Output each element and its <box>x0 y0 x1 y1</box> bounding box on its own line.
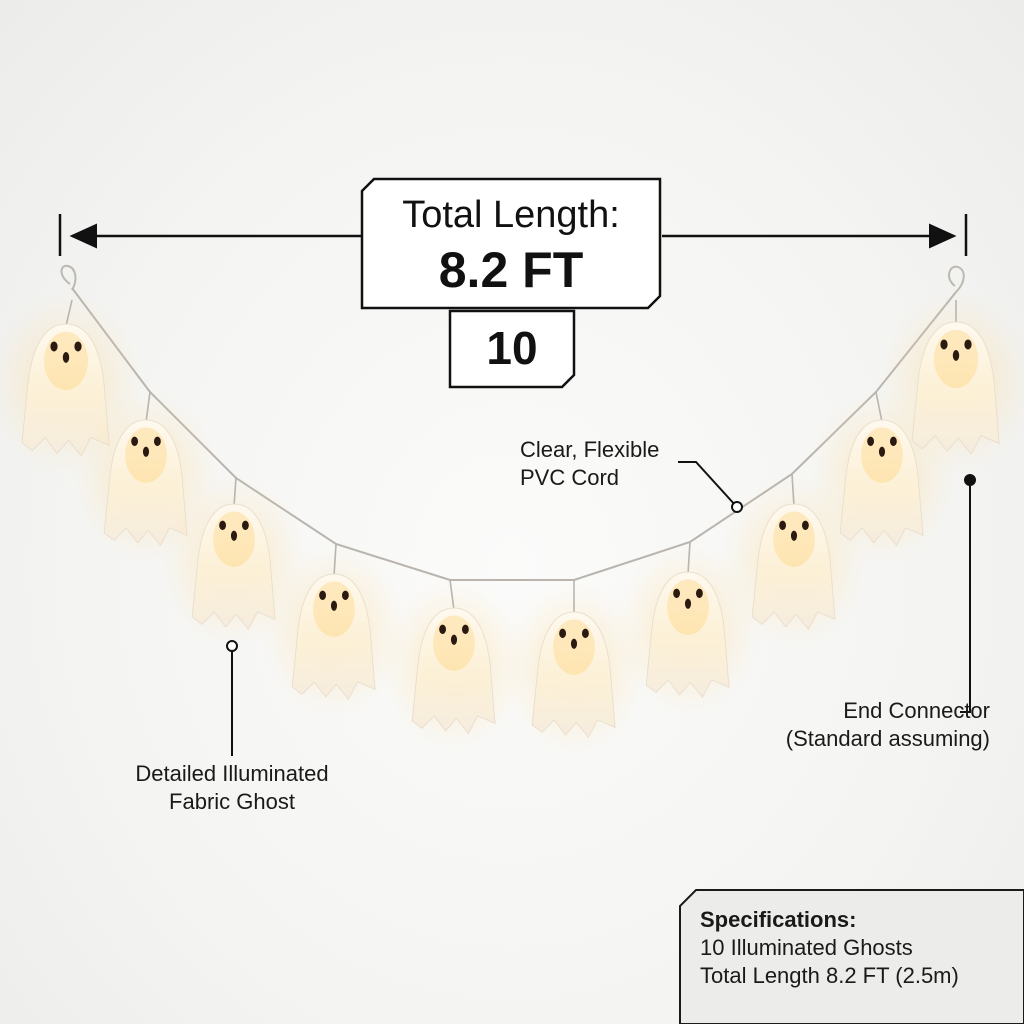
ghost-right-eye <box>74 341 82 352</box>
total-length-value: 8.2 FT <box>438 242 584 298</box>
ghost-light <box>379 577 529 753</box>
ghost-right-eye <box>964 339 972 350</box>
ghost-left-eye <box>50 341 58 352</box>
total-length-title: Total Length: <box>402 194 620 236</box>
ghost-fabric <box>21 323 110 457</box>
ghost-left-eye <box>439 624 447 635</box>
connector-callout-line-2: (Standard assuming) <box>785 726 990 751</box>
drop-wire <box>687 541 691 575</box>
ghost-light <box>878 290 1024 474</box>
ghost-string <box>0 290 1024 757</box>
ghost-fabric <box>531 611 616 739</box>
total-length-box <box>360 177 662 310</box>
cord-callout-marker <box>731 501 743 513</box>
ghost-light <box>259 543 409 719</box>
ghost-mouth <box>878 446 886 457</box>
ghost-mouth <box>330 600 338 611</box>
connector-callout-marker <box>964 474 976 486</box>
spec-line-total-length: Total Length 8.2 FT (2.5m) <box>700 963 959 988</box>
ghost-fabric <box>411 607 496 735</box>
callout-leaders <box>226 461 976 756</box>
drop-wire <box>875 391 883 423</box>
hanging-loops <box>60 264 965 293</box>
specifications-panel <box>679 889 1024 1024</box>
ghost-fabric <box>291 573 376 701</box>
drop-wire <box>791 473 795 507</box>
ghost-right-eye <box>801 520 809 531</box>
specifications-text: Specifications: 10 Illuminated Ghosts To… <box>700 906 959 990</box>
ghost-mouth <box>62 352 70 363</box>
ghost-callout-marker <box>226 640 238 652</box>
ghost-mouth <box>952 350 960 361</box>
count-box <box>448 309 576 389</box>
ghost-fabric <box>103 419 188 547</box>
connector-callout-line-1: End Connector <box>843 698 990 723</box>
ghost-callout-line-2: Fabric Ghost <box>169 789 295 814</box>
drop-wire <box>145 391 151 423</box>
ghost-mouth <box>684 598 692 609</box>
ghost-left-eye <box>779 520 787 531</box>
cord-callout-line-1: Clear, Flexible <box>520 437 660 462</box>
specifications-heading: Specifications: <box>700 907 857 932</box>
ghost-right-eye <box>341 590 349 601</box>
ghost-fabric <box>645 571 730 699</box>
drop-wire <box>449 579 455 611</box>
ghost-right-eye <box>461 624 469 635</box>
ghost-left-eye <box>940 339 948 350</box>
ghost-left-eye <box>559 628 567 639</box>
ghost-left-eye <box>131 436 139 447</box>
ghost-right-eye <box>241 520 249 531</box>
ghost-right-eye <box>695 588 703 599</box>
ghost-right-eye <box>153 436 161 447</box>
drop-wire <box>233 477 237 507</box>
drop-wire <box>333 543 337 577</box>
ghost-mouth <box>142 446 150 457</box>
spec-line-ghost-count: 10 Illuminated Ghosts <box>700 935 913 960</box>
ghost-mouth <box>570 638 578 649</box>
ghost-left-eye <box>319 590 327 601</box>
ghost-callout-line-1: Detailed Illuminated <box>135 761 329 786</box>
drop-wire <box>65 299 73 327</box>
ghost-count: 10 <box>486 322 538 374</box>
ghost-fabric <box>911 321 1000 455</box>
cord-callout-label: Clear, Flexible PVC Cord <box>520 436 659 492</box>
ghost-light <box>499 580 649 757</box>
dimension-line <box>58 214 968 256</box>
ghost-left-eye <box>219 520 227 531</box>
ghost-mouth <box>790 530 798 541</box>
ghost-mouth <box>450 634 458 645</box>
cord-callout-line-2: PVC Cord <box>520 465 620 490</box>
ghost-mouth <box>230 530 238 541</box>
ghost-left-eye <box>867 436 875 447</box>
ghost-left-eye <box>673 588 681 599</box>
ghost-callout-label: Detailed Illuminated Fabric Ghost <box>112 760 352 816</box>
ghost-fabric <box>191 503 276 631</box>
connector-callout-label: End Connector (Standard assuming) <box>748 697 990 753</box>
ghost-right-eye <box>581 628 589 639</box>
